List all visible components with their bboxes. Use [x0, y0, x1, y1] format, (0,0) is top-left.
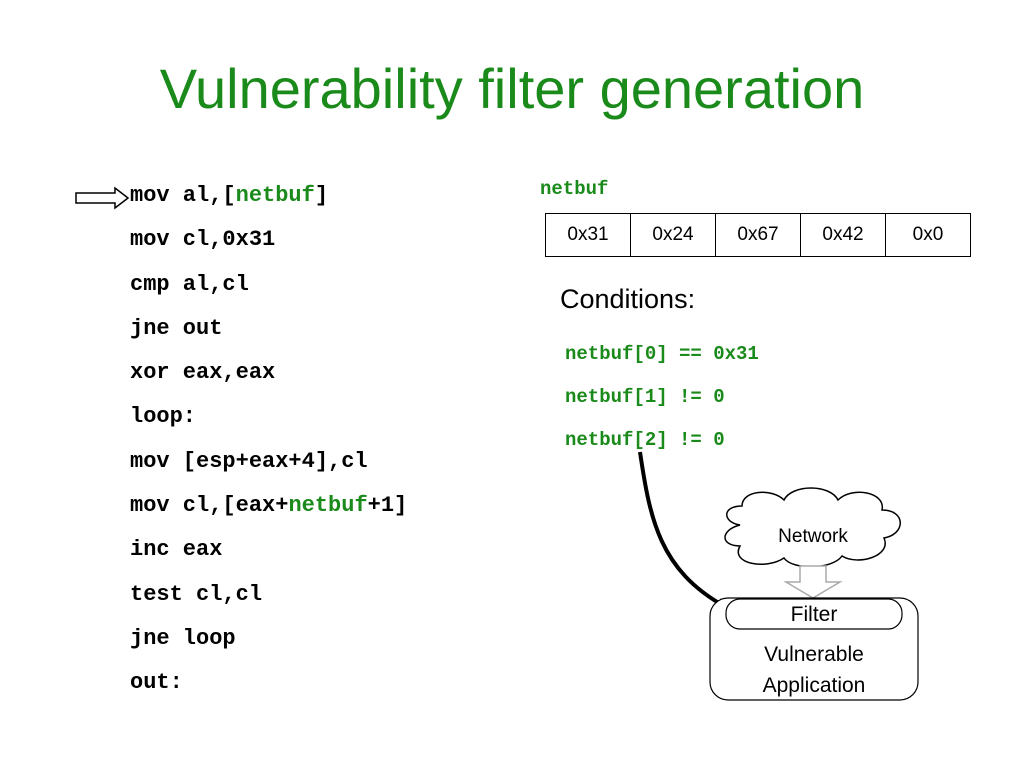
- condition-item: netbuf[0] == 0x31: [565, 343, 759, 365]
- code-line: loop:: [130, 399, 407, 443]
- memory-byte-2: 0x67: [715, 213, 801, 257]
- memory-byte-0: 0x31: [545, 213, 631, 257]
- code-line: mov al,[netbuf]: [130, 178, 407, 222]
- code-token: +1]: [367, 493, 408, 519]
- network-cloud-icon: [724, 487, 901, 568]
- code-token: xor eax,eax: [130, 360, 276, 386]
- filter-box: [725, 598, 903, 630]
- memory-byte-4: 0x0: [885, 213, 971, 257]
- condition-item: netbuf[2] != 0: [565, 429, 725, 451]
- memory-byte-1: 0x24: [630, 213, 716, 257]
- code-line: xor eax,eax: [130, 355, 407, 399]
- netbuf-label: netbuf: [540, 178, 609, 200]
- code-token: inc eax: [130, 537, 223, 563]
- code-token: test cl,cl: [130, 581, 263, 607]
- code-token: jne out: [130, 315, 223, 341]
- code-line: inc eax: [130, 532, 407, 576]
- code-line: mov cl,[eax+netbuf+1]: [130, 488, 407, 532]
- network-to-filter-arrow-icon: [783, 565, 843, 599]
- conditions-title: Conditions:: [560, 284, 696, 314]
- instruction-pointer-arrow-icon: [75, 186, 130, 210]
- netbuf-memory-table: 0x31 0x24 0x67 0x42 0x0: [545, 213, 971, 257]
- code-line: jne loop: [130, 621, 407, 665]
- code-highlight-token: netbuf: [235, 183, 315, 208]
- code-token: loop:: [130, 404, 197, 430]
- code-token: ]: [314, 183, 329, 208]
- code-token: cmp al,cl: [130, 271, 249, 297]
- code-line: cmp al,cl: [130, 267, 407, 311]
- filter-label: Filter: [791, 603, 838, 626]
- code-token: mov cl,0x31: [130, 227, 276, 253]
- application-label-line2: Application: [763, 674, 866, 697]
- conditions-list: netbuf[0] == 0x31 netbuf[1] != 0 netbuf[…: [565, 340, 759, 469]
- code-token: out:: [130, 670, 183, 696]
- code-highlight-token: netbuf: [288, 493, 368, 519]
- code-line: mov [esp+eax+4],cl: [130, 444, 407, 488]
- slide-title: Vulnerability filter generation: [159, 57, 865, 120]
- code-token: mov [esp+eax+4],cl: [130, 448, 368, 474]
- conditions-to-filter-arrow: [638, 451, 727, 608]
- code-line: test cl,cl: [130, 577, 407, 621]
- network-label: Network: [778, 526, 848, 547]
- memory-byte-3: 0x42: [800, 213, 886, 257]
- code-token: mov al,[: [130, 183, 236, 208]
- code-line: mov cl,0x31: [130, 222, 407, 266]
- code-token: jne loop: [130, 625, 236, 651]
- code-token: mov cl,[eax+: [130, 493, 289, 519]
- condition-item: netbuf[1] != 0: [565, 386, 725, 408]
- code-line: out:: [130, 665, 407, 709]
- application-label-line1: Vulnerable: [764, 643, 864, 666]
- code-line: jne out: [130, 311, 407, 355]
